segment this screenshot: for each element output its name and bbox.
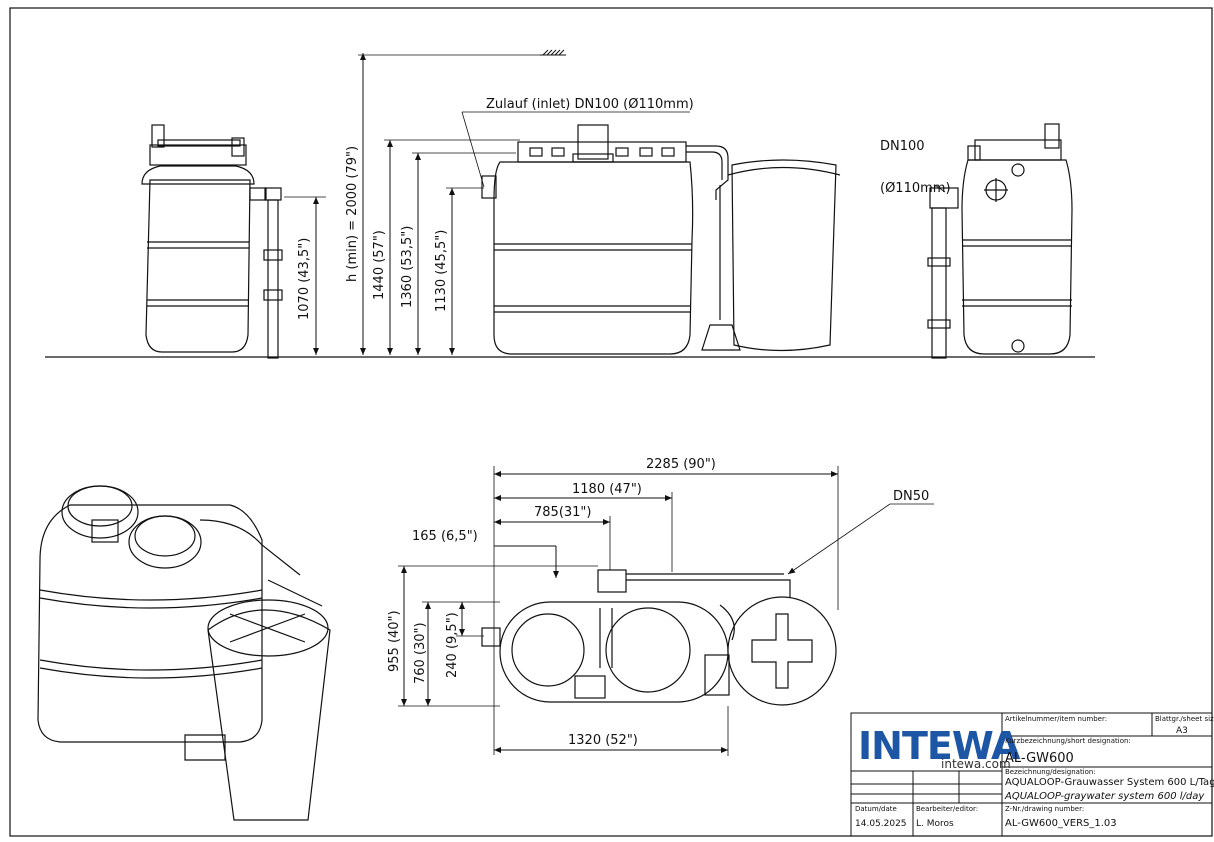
isometric-view bbox=[37, 485, 331, 821]
dim-hmin-label: h (min) = 2000 (79") bbox=[345, 146, 360, 282]
short-designation-value: AL-GW600 bbox=[1005, 751, 1074, 766]
short-designation-label: Kurzbezeichnung/short designation: bbox=[1005, 737, 1131, 745]
dim-165-label: 165 (6,5") bbox=[412, 529, 478, 544]
dim-1320-label: 1320 (52") bbox=[568, 733, 638, 748]
drawing-number-label: Z-Nr./drawing number: bbox=[1005, 805, 1084, 813]
intewa-url: intewa.com bbox=[941, 757, 1011, 771]
editor-label: Bearbeiter/editor: bbox=[916, 805, 978, 813]
dim-240-label: 240 (9,5") bbox=[445, 612, 460, 678]
inlet-label: Zulauf (inlet) DN100 (Ø110mm) bbox=[486, 97, 694, 112]
dim-785-label: 785(31") bbox=[534, 505, 591, 520]
dn100-leader bbox=[934, 184, 946, 193]
item-number-label: Artikelnummer/item number: bbox=[1005, 715, 1107, 723]
date-value: 14.05.2025 bbox=[855, 819, 907, 829]
dim-2285-label: 2285 (90") bbox=[646, 457, 716, 472]
sheet-frame bbox=[9, 7, 1213, 837]
front-view bbox=[481, 124, 841, 355]
drawing-number-value: AL-GW600_VERS_1.03 bbox=[1005, 818, 1117, 829]
sheet-size-label: Blattgr./sheet size: bbox=[1155, 715, 1214, 723]
dim-1440-label: 1440 (57") bbox=[372, 230, 387, 300]
date-label: Datum/date bbox=[855, 805, 897, 813]
inlet-leader bbox=[461, 111, 485, 188]
dn100-size-label: (Ø110mm) bbox=[880, 181, 951, 196]
side-view-left bbox=[141, 124, 283, 359]
dn50-leader bbox=[787, 503, 891, 575]
dim-1360-label: 1360 (53,5") bbox=[400, 226, 415, 308]
dim-760-label: 760 (30") bbox=[413, 622, 428, 684]
editor-value: L. Moros bbox=[916, 819, 954, 829]
sheet-size-value: A3 bbox=[1176, 726, 1188, 736]
dim-1180-label: 1180 (47") bbox=[572, 482, 642, 497]
designation-label: Bezeichnung/designation: bbox=[1005, 768, 1096, 776]
title-block bbox=[850, 712, 1213, 837]
designation-de: AQUALOOP-Grauwasser System 600 L/Tag bbox=[1005, 777, 1214, 788]
dim-1130-label: 1130 (45,5") bbox=[434, 230, 449, 312]
side-view-right bbox=[927, 123, 1073, 359]
intewa-logo: INTEWA bbox=[858, 724, 1021, 768]
designation-en: AQUALOOP-graywater system 600 l/day bbox=[1004, 791, 1205, 802]
dim-955-label: 955 (40") bbox=[387, 610, 402, 672]
top-view bbox=[481, 569, 837, 706]
dn50-label: DN50 bbox=[893, 489, 929, 504]
dn100-label: DN100 bbox=[880, 139, 925, 154]
dim-1070-label: 1070 (43,5") bbox=[297, 238, 312, 320]
ground-hatch bbox=[540, 49, 566, 56]
